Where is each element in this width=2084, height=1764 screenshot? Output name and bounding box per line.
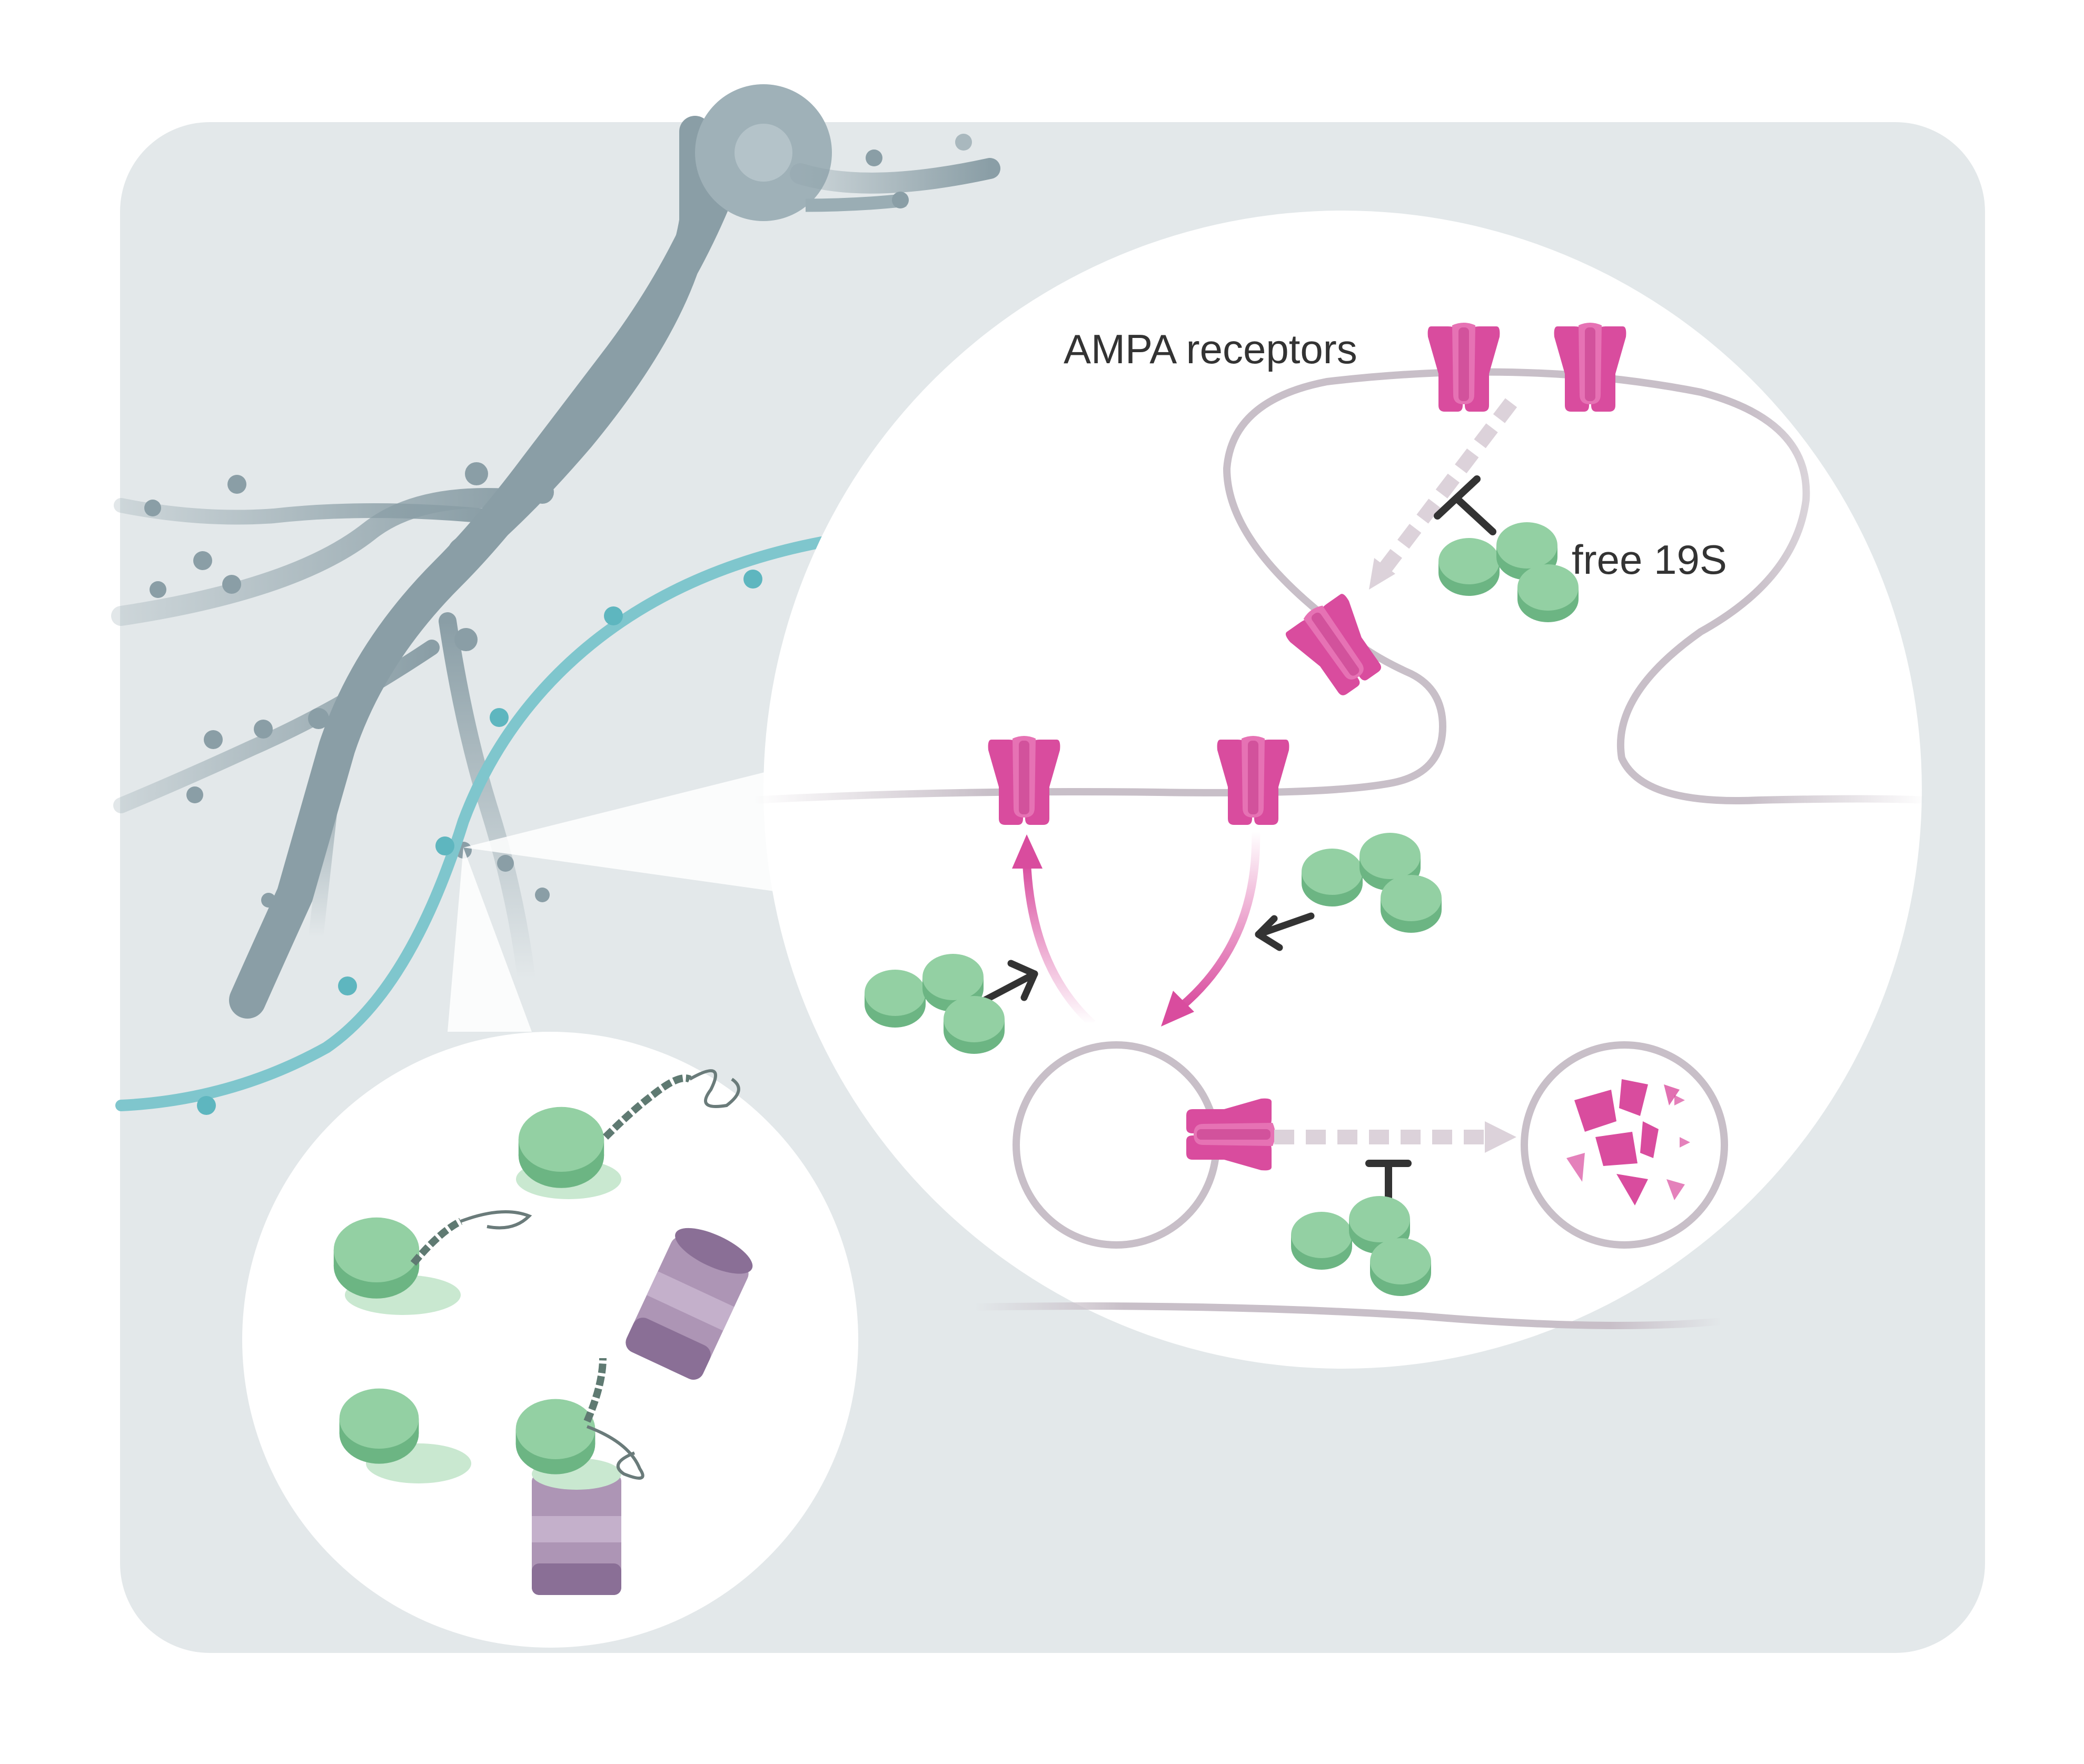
lysosome [1521, 1041, 1728, 1249]
proteasome-zoom-circle [242, 1032, 858, 1648]
proteasome-20s-icon [626, 1228, 753, 1380]
proteasome-complexes [333, 1069, 753, 1595]
arrow-icon [981, 912, 1315, 1004]
proteasome-20s-icon [532, 1458, 621, 1595]
inhibition-icon [1434, 475, 1496, 535]
ampa-receptors-label: AMPA receptors [1064, 326, 1357, 372]
trafficking-arrows [1012, 831, 1261, 1027]
zoom-connector-small [448, 848, 532, 1032]
free-19s-label: free 19S [1572, 536, 1727, 583]
axon [115, 536, 827, 1115]
internalization-arrow [1369, 398, 1517, 590]
degradation-arrow [1274, 1121, 1516, 1153]
zoom-connector-main [463, 763, 800, 895]
neuron-dendrites [111, 84, 1000, 1019]
degraded-fragments-icon [1566, 1079, 1685, 1205]
